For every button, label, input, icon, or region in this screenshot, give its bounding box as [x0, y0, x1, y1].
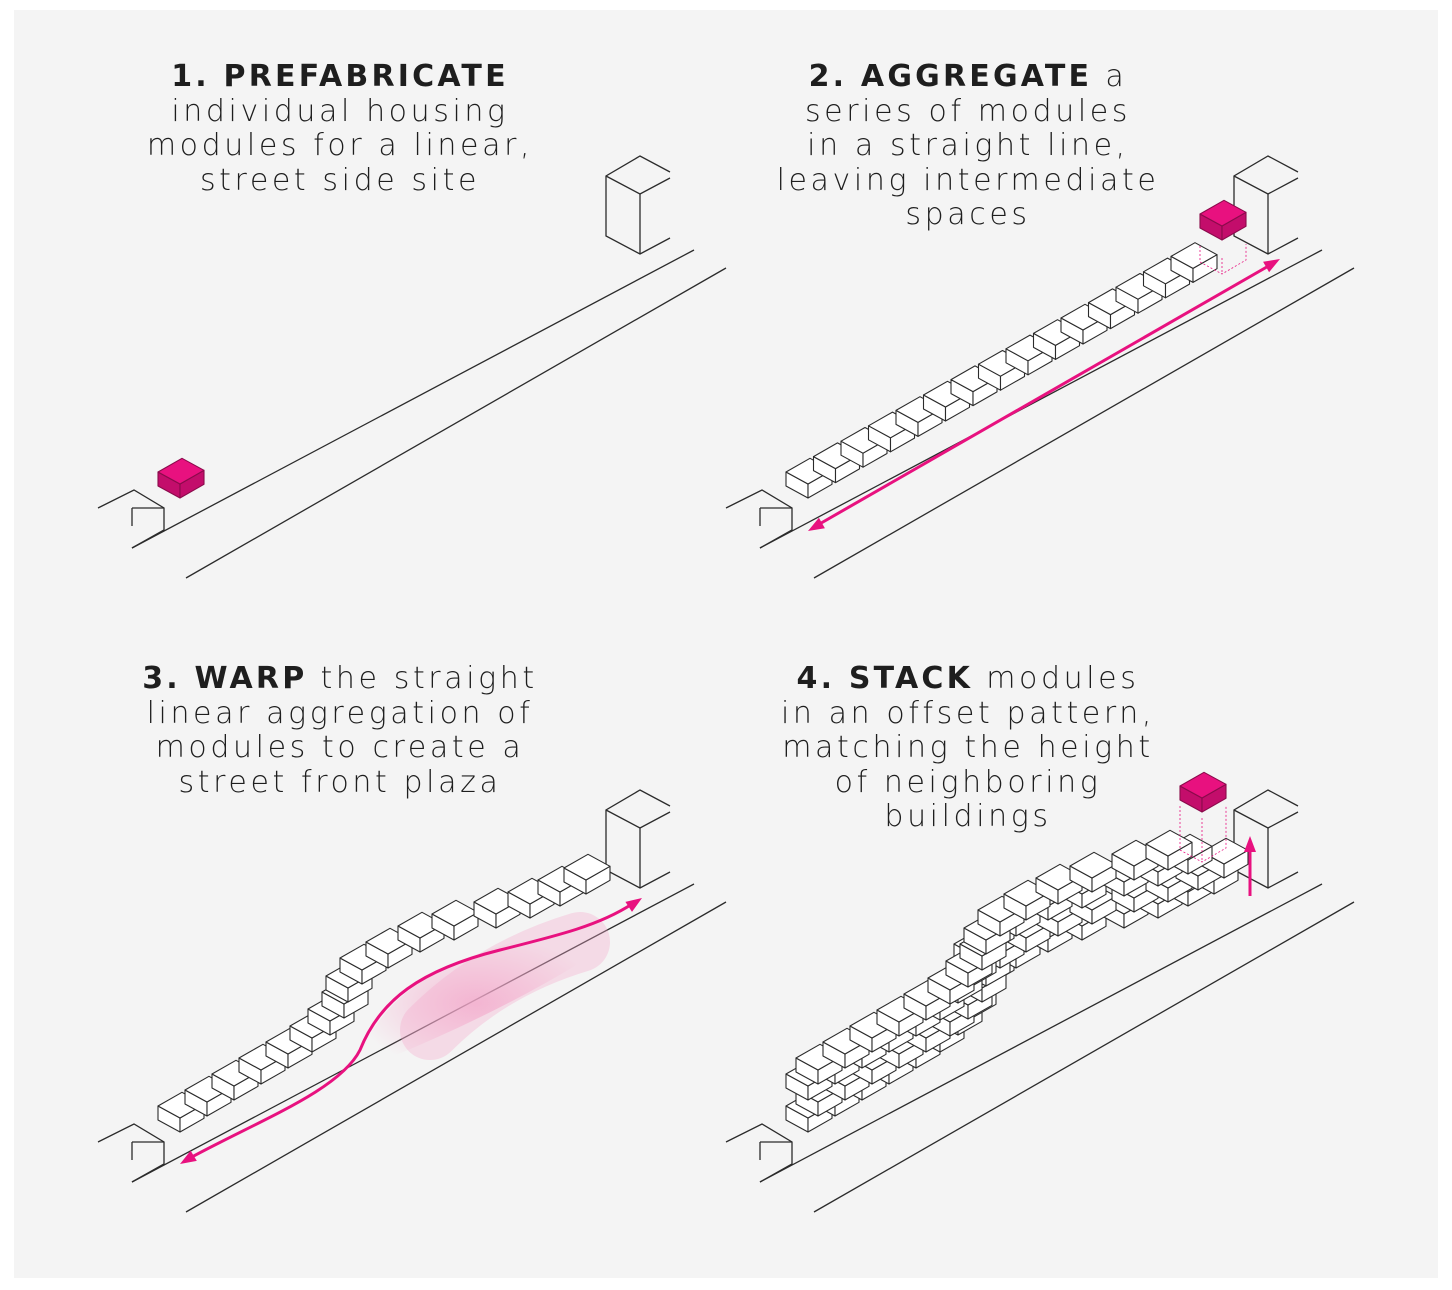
step-title: 2. AGGREGATE	[808, 59, 1093, 94]
panel-stack	[725, 771, 1355, 1213]
step-title-tail: the straight	[307, 661, 538, 696]
caption-line: modules for a linear,	[146, 128, 534, 163]
street-edge-line	[813, 901, 1355, 1213]
caption-line: of neighboring	[834, 764, 1102, 800]
panel-aggregate	[725, 155, 1355, 579]
neighbor-building-right	[605, 789, 671, 889]
street-curb-line	[759, 883, 1323, 1183]
caption-line: spaces	[905, 197, 1031, 232]
caption-line: individual housing	[171, 93, 509, 129]
module-face	[563, 853, 611, 881]
neighbor-building-left	[725, 1123, 793, 1183]
arrow-head	[625, 898, 642, 912]
caption-line: leaving intermediate	[776, 162, 1160, 198]
step-title: 3. WARP	[142, 661, 308, 696]
caption-line: street side site	[199, 162, 481, 198]
street-front-plaza	[400, 912, 610, 1060]
caption-line: in an offset pattern,	[780, 695, 1156, 731]
neighbor-building-left	[725, 489, 793, 549]
warp-arrow	[189, 902, 633, 1160]
stacked-module	[1201, 837, 1249, 879]
panel-prefabricate	[97, 155, 727, 579]
caption-line: modules to create a	[155, 730, 525, 765]
highlighted-module	[1179, 771, 1227, 813]
housing-module	[563, 853, 611, 895]
street-curb-line	[131, 249, 695, 549]
module-face	[157, 457, 205, 485]
street-edge-line	[185, 901, 727, 1213]
step-title-tail: modules	[973, 661, 1140, 696]
street-front-plaza	[352, 934, 600, 1072]
housing-module	[365, 927, 413, 969]
arrow-head	[1244, 836, 1256, 852]
caption-line: matching the height	[782, 730, 1154, 765]
arrow-head	[808, 517, 825, 531]
module-face	[1145, 829, 1193, 857]
neighbor-building-left	[97, 1123, 165, 1183]
caption-step-1: 1. PREFABRICATE individual housing modul…	[60, 59, 620, 198]
street-edge-line	[185, 267, 727, 579]
neighbor-building-right	[1233, 789, 1299, 889]
placement-guide	[1179, 806, 1227, 863]
street-curb-line	[759, 249, 1323, 549]
caption-step-3: 3. WARP the straight linear aggregation …	[60, 661, 620, 800]
neighbor-building-right	[605, 809, 671, 829]
caption-step-2: 2. AGGREGATE a series of modules in a st…	[688, 59, 1248, 233]
placement-guide	[1199, 244, 1247, 275]
caption-line: linear aggregation of	[146, 695, 534, 731]
caption-line: buildings	[884, 799, 1052, 834]
street-edge-line	[813, 267, 1355, 579]
arrow-head	[1263, 259, 1280, 273]
caption-step-4: 4. STACK modules in an offset pattern, m…	[688, 661, 1248, 835]
step-title-tail: a	[1092, 59, 1128, 94]
highlighted-module	[1199, 199, 1247, 241]
step-title: 4. STACK	[796, 661, 974, 696]
neighbor-building-left	[97, 489, 165, 549]
stacked-module	[1145, 829, 1193, 871]
caption-line: in a straight line,	[807, 128, 1129, 163]
arrow-head	[180, 1150, 197, 1164]
step-title: 1. PREFABRICATE	[171, 59, 509, 94]
module-face	[1179, 771, 1227, 799]
housing-module	[1170, 242, 1218, 283]
caption-line: series of modules	[804, 93, 1132, 129]
caption-line: street front plaza	[178, 764, 502, 800]
neighbor-building-right	[605, 155, 671, 255]
module-face	[1170, 242, 1218, 269]
panel-warp	[97, 789, 727, 1213]
aggregation-arrow	[815, 262, 1273, 528]
module-face	[1199, 199, 1247, 227]
highlighted-module	[157, 457, 205, 499]
